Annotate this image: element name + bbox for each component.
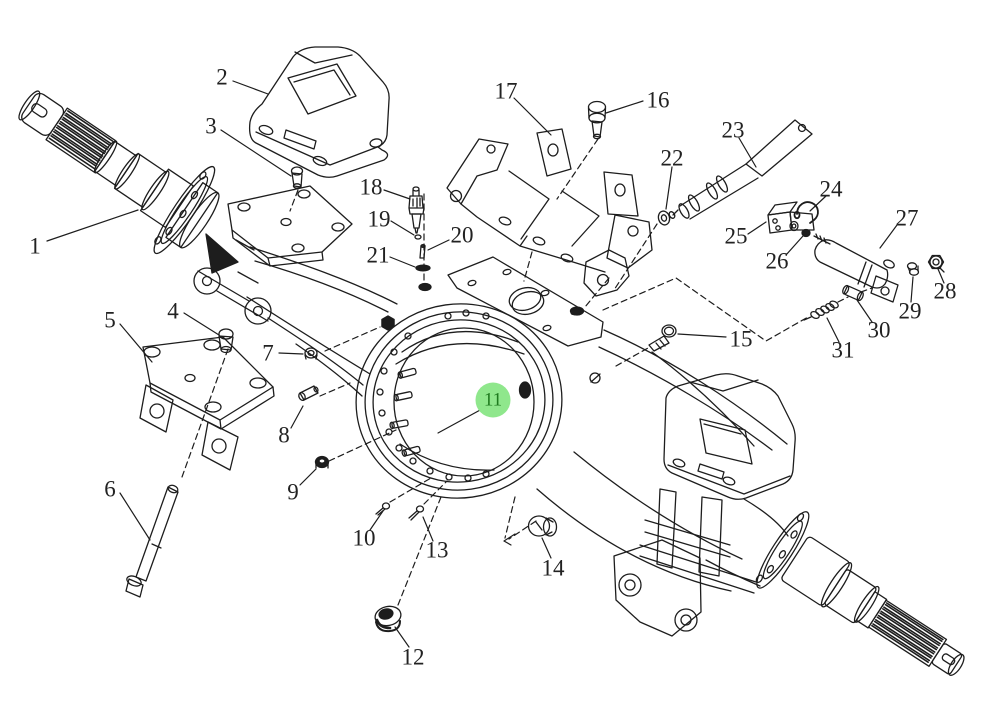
callout-12[interactable]: 12 [401,644,425,670]
long-bolt-6 [125,484,179,598]
lever-arm-23 [668,119,813,220]
callout-23[interactable]: 23 [721,117,745,143]
bolt-15 [648,324,677,352]
flange-bolt-holes [376,309,490,482]
housing-neck [205,233,259,284]
callout-28[interactable]: 28 [933,278,957,304]
bolt-3 [290,166,304,189]
top-mounting-pad [447,256,604,347]
callout-21[interactable]: 21 [366,242,390,268]
callout-31[interactable]: 31 [831,337,855,363]
callout-26[interactable]: 26 [765,248,789,274]
nut-7 [304,347,318,360]
diff-mounting-pad [227,185,353,267]
callout-5[interactable]: 5 [104,307,116,333]
callout-20[interactable]: 20 [450,222,474,248]
clevis-bracket-25 [767,201,815,234]
callout-11[interactable]: 11 [475,382,511,418]
callout-9[interactable]: 9 [287,479,299,505]
bolt-4 [218,328,234,354]
nut-28 [927,254,945,273]
callout-2[interactable]: 2 [216,64,228,90]
welded-hex-nut [381,315,395,331]
washer-21 [415,264,431,272]
callout-18[interactable]: 18 [359,174,383,200]
right-axle-shaft [705,498,965,676]
callout-22[interactable]: 22 [660,145,684,171]
screw-10 [375,502,391,516]
spring-31 [803,300,839,321]
upper-bracket-17 [446,128,653,273]
seat-straps [644,488,731,577]
callout-19[interactable]: 19 [367,206,391,232]
callout-8[interactable]: 8 [278,422,290,448]
callout-15[interactable]: 15 [729,326,753,352]
callout-13[interactable]: 13 [425,537,449,563]
insert-arrow [503,533,516,546]
plug-14 [527,515,558,537]
cotter-clip-24 [793,201,819,224]
callout-29[interactable]: 29 [898,298,922,324]
axle-housing-center [193,246,788,592]
callout-14[interactable]: 14 [541,555,565,581]
callout-16[interactable]: 16 [646,87,670,113]
callout-24[interactable]: 24 [819,176,843,202]
callout-30[interactable]: 30 [867,317,891,343]
callout-7[interactable]: 7 [262,340,274,366]
callout-10[interactable]: 10 [352,525,376,551]
screw-13 [408,505,425,521]
bolt-16 [587,100,607,140]
callout-6[interactable]: 6 [104,476,116,502]
spring-seat-bracket-left [248,46,390,178]
pin-8 [298,385,319,401]
callout-27[interactable]: 27 [895,205,919,231]
shock-bracket-lugs [193,267,272,325]
washer-19 [414,234,422,240]
callout-17[interactable]: 17 [494,78,518,104]
leader-lines [46,80,945,648]
cylinder-27 [814,239,899,303]
assembly-dashed-lines [181,138,873,606]
callout-25[interactable]: 25 [724,223,748,249]
callout-4[interactable]: 4 [167,298,179,324]
bracket-plate-5 [139,336,275,471]
callout-1[interactable]: 1 [29,233,41,259]
left-axle-shaft [18,90,220,255]
washer-22 [657,210,671,226]
washer-29 [906,262,920,276]
nut-9 [314,455,330,469]
grommet-12 [374,605,402,633]
bearing-studs [389,367,421,457]
callout-3[interactable]: 3 [205,113,217,139]
nut-26 [801,228,831,245]
spring-seat-bracket-right [663,373,796,500]
